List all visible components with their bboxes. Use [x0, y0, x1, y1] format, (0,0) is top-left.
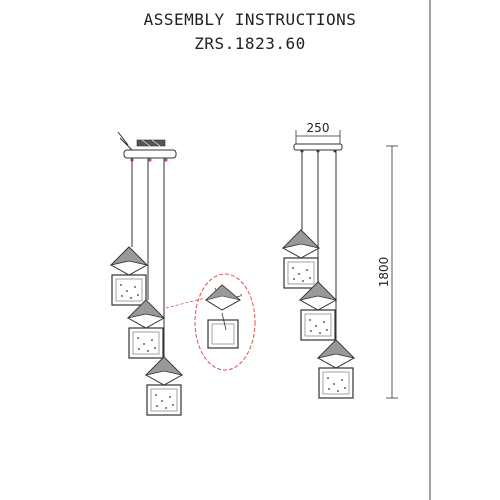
width-dimension-label: 250 — [307, 121, 330, 135]
detail-view: ᵍ — [194, 273, 256, 371]
svg-text:ᵍ: ᵍ — [240, 293, 243, 300]
height-dimension-label: 1800 — [377, 257, 391, 288]
model-number: ZRS.1823.60 — [194, 34, 306, 53]
detail-leader — [165, 297, 206, 309]
dimension-view — [282, 130, 398, 399]
page-title: ASSEMBLY INSTRUCTIONS — [143, 10, 357, 29]
exploded-view — [110, 131, 183, 416]
